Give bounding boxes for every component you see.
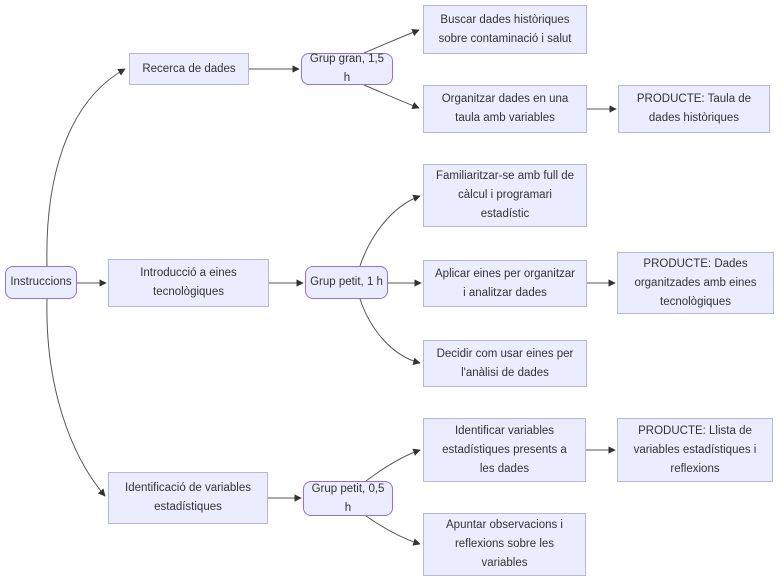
node-grup-petit-05h-label: Grup petit, 0,5 h: [311, 482, 385, 514]
node-identificacio-label: Identificació de variables estadístiques: [125, 482, 251, 513]
node-instruccions-label: Instruccions: [10, 276, 72, 288]
node-producte-taula: PRODUCTE: Taula de dades històriques: [618, 85, 770, 133]
node-producte-llista: PRODUCTE: Llista de variables estadístiq…: [617, 418, 773, 482]
node-introduccio-eines: Introducció a eines tecnològiques: [108, 259, 269, 307]
node-recerca-de-dades: Recerca de dades: [129, 53, 249, 85]
edge-instruccions-recerca: [46, 68, 126, 267]
node-producte-taula-label: PRODUCTE: Taula de dades històriques: [636, 93, 752, 124]
node-buscar-dades-historiques: Buscar dades històriques sobre contamina…: [423, 5, 587, 54]
node-producte-llista-label: PRODUCTE: Llista de variables estadístiq…: [633, 424, 757, 475]
edge-grup-petit-1h-familiaritzar: [359, 194, 421, 267]
node-apuntar-label: Apuntar observacions i reflexions sobre …: [446, 519, 563, 569]
node-identificar-label: Identificar variables estadístiques pres…: [442, 424, 567, 475]
node-grup-petit-05h: Grup petit, 0,5 h: [303, 481, 393, 516]
node-grup-gran-label: Grup gran, 1,5 h: [309, 53, 385, 84]
edge-grup-petit-05h-apuntar: [365, 515, 421, 546]
node-decidir-label: Decidir com usar eines per l'anàlisi de …: [436, 347, 574, 379]
node-aplicar-label: Aplicar eines per organitzar i analitzar…: [435, 267, 575, 299]
node-apuntar-observacions: Apuntar observacions i reflexions sobre …: [423, 513, 586, 576]
node-introduccio-label: Introducció a eines tecnològiques: [140, 267, 237, 298]
node-decidir-eines: Decidir com usar eines per l'anàlisi de …: [423, 340, 587, 387]
edge-grup-gran-organitzar: [363, 84, 420, 110]
node-aplicar-eines: Aplicar eines per organitzar i analitzar…: [423, 260, 587, 307]
edge-grup-gran-buscar: [363, 28, 420, 54]
edge-grup-petit-1h-decidir: [359, 298, 421, 365]
node-familiaritzar: Familiaritzar-se amb full de càlcul i pr…: [423, 164, 587, 227]
node-identificacio-variables: Identificació de variables estadístiques: [108, 472, 268, 524]
node-instruccions: Instruccions: [5, 266, 77, 299]
node-identificar-variables: Identificar variables estadístiques pres…: [423, 418, 586, 482]
node-buscar-label: Buscar dades històriques sobre contamina…: [438, 13, 572, 45]
node-grup-petit-1h: Grup petit, 1 h: [305, 266, 388, 299]
edge-instruccions-identificacio: [46, 298, 106, 497]
node-producte-dades: PRODUCTE: Dades organitzades amb eines t…: [617, 252, 774, 314]
node-organitzar-label: Organitzar dades en una taula amb variab…: [441, 93, 569, 124]
node-familiaritzar-label: Familiaritzar-se amb full de càlcul i pr…: [435, 170, 575, 220]
node-producte-dades-label: PRODUCTE: Dades organitzades amb eines t…: [634, 257, 757, 308]
node-organitzar-dades: Organitzar dades en una taula amb variab…: [423, 85, 587, 133]
node-grup-petit-1h-label: Grup petit, 1 h: [310, 276, 383, 288]
edge-grup-petit-05h-identificar: [365, 448, 421, 482]
node-grup-gran-15h: Grup gran, 1,5 h: [301, 53, 393, 85]
node-recerca-label: Recerca de dades: [142, 62, 236, 75]
